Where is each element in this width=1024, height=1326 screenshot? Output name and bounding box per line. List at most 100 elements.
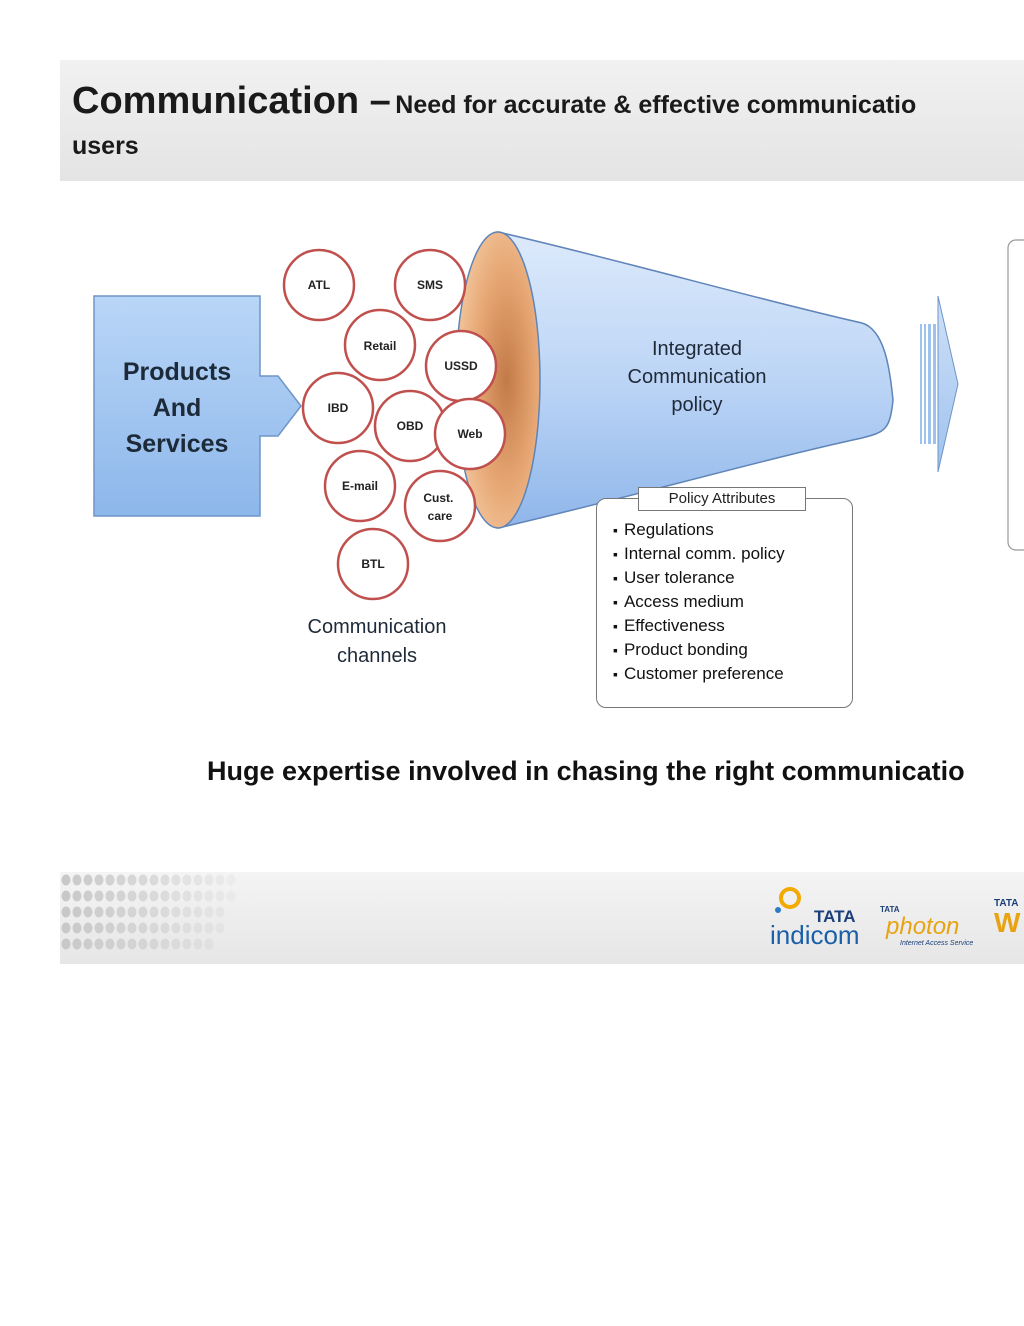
footer-dot — [105, 938, 115, 950]
indicom-name: indicom — [770, 920, 860, 950]
footer-band — [60, 872, 1024, 964]
footer-dot — [182, 874, 192, 886]
photon-brand: TATA — [880, 905, 900, 914]
w-brand: TATA — [994, 898, 1018, 909]
channel-label-ussd: USSD — [444, 359, 478, 373]
footer-dot — [160, 922, 170, 934]
footer-dot — [160, 906, 170, 918]
footer-dot — [61, 922, 71, 934]
channel-circle-email: E-mail — [323, 449, 397, 523]
channel-label-atl: ATL — [308, 278, 330, 292]
tata-indicom-logo: TATA indicom — [770, 887, 860, 950]
channel-circle-ibd: IBD — [301, 371, 375, 445]
products-line-1: Products — [123, 358, 231, 386]
footer-dot — [149, 890, 159, 902]
title-main: Communication – — [72, 80, 391, 122]
footer-dot — [94, 874, 104, 886]
footer-dot — [83, 922, 93, 934]
footer-dot — [149, 922, 159, 934]
channel-label-obd: OBD — [397, 419, 424, 433]
footer-dot — [138, 922, 148, 934]
footer-dot — [160, 890, 170, 902]
footer-dot — [193, 874, 203, 886]
footer-dot — [160, 938, 170, 950]
footer-dot — [215, 890, 225, 902]
footer-dot — [193, 922, 203, 934]
footer-dot — [127, 874, 137, 886]
footer-dot — [72, 874, 82, 886]
footer-dot — [61, 938, 71, 950]
footer-dot — [171, 906, 181, 918]
policy-attributes-title: Policy Attributes — [638, 487, 806, 511]
channel-label-web: Web — [457, 427, 482, 441]
footer-dot — [116, 938, 126, 950]
expertise-tagline: Huge expertise involved in chasing the r… — [207, 756, 965, 786]
channel-label-sms: SMS — [417, 278, 443, 292]
funnel-label-1: Integrated — [652, 338, 742, 360]
footer-dot — [83, 890, 93, 902]
policy-attribute-item: Access medium — [613, 590, 785, 614]
title-band — [60, 60, 1024, 181]
footer-dot — [61, 874, 71, 886]
footer-dot — [105, 874, 115, 886]
channel-circle-ussd: USSD — [424, 329, 498, 403]
title-line2: users — [72, 132, 139, 160]
funnel-label-3: policy — [671, 394, 722, 416]
products-line-3: Services — [126, 430, 229, 458]
footer-logos: TATA indicom TATA photon Internet Access… — [768, 882, 1024, 952]
footer-dot — [127, 890, 137, 902]
footer-dot — [204, 922, 214, 934]
w-name: W — [994, 907, 1021, 938]
footer-dot — [61, 906, 71, 918]
slide: Communication – Need for accurate & effe… — [60, 60, 1024, 964]
footer-dot — [204, 938, 214, 950]
footer-dot — [94, 906, 104, 918]
channel-label-retail: Retail — [364, 339, 397, 353]
footer-dot — [72, 922, 82, 934]
footer-dot — [215, 922, 225, 934]
channels-caption-1: Communication — [308, 616, 447, 638]
footer-dot — [204, 890, 214, 902]
footer-dot — [182, 890, 192, 902]
products-box — [93, 295, 302, 517]
channel-circle-btl: BTL — [336, 527, 410, 601]
funnel-label-2: Communication — [628, 366, 767, 388]
integrated-policy-funnel — [497, 231, 894, 529]
title-sub: Need for accurate & effective communicat… — [395, 91, 917, 119]
footer-dot — [171, 922, 181, 934]
channel-label-custcare: Cust. care — [423, 491, 456, 523]
outcome-panel — [1007, 239, 1024, 551]
footer-dot — [171, 874, 181, 886]
custcare-line-1: Cust. — [423, 491, 453, 505]
tata-photon-logo: TATA photon Internet Access Service — [880, 905, 973, 947]
tata-w-logo: TATA W — [994, 898, 1021, 938]
channel-circle-web: Web — [433, 397, 507, 471]
footer-dot — [72, 938, 82, 950]
footer-dot — [138, 874, 148, 886]
footer-dot — [105, 906, 115, 918]
footer-dot — [226, 890, 236, 902]
policy-attribute-item: Customer preference — [613, 662, 785, 686]
policy-attribute-item: User tolerance — [613, 566, 785, 590]
products-line-2: And — [153, 394, 202, 422]
footer-dot — [94, 938, 104, 950]
photon-tagline: Internet Access Service — [900, 940, 973, 947]
custcare-line-2: care — [428, 509, 453, 523]
footer-dot — [171, 938, 181, 950]
footer-dot — [138, 906, 148, 918]
footer-dot — [138, 938, 148, 950]
channel-circle-custcare: Cust. care — [403, 469, 477, 543]
channels-caption-2: channels — [337, 645, 417, 667]
footer-dot — [204, 874, 214, 886]
footer-dot — [204, 906, 214, 918]
photon-name: photon — [885, 913, 959, 940]
footer-dot — [83, 906, 93, 918]
footer-dot — [149, 874, 159, 886]
footer-dot — [127, 938, 137, 950]
footer-dot — [182, 906, 192, 918]
channel-circle-sms: SMS — [393, 248, 467, 322]
policy-attribute-item: Regulations — [613, 518, 785, 542]
footer-dot — [171, 890, 181, 902]
output-arrow — [920, 295, 959, 473]
footer-dot — [138, 890, 148, 902]
